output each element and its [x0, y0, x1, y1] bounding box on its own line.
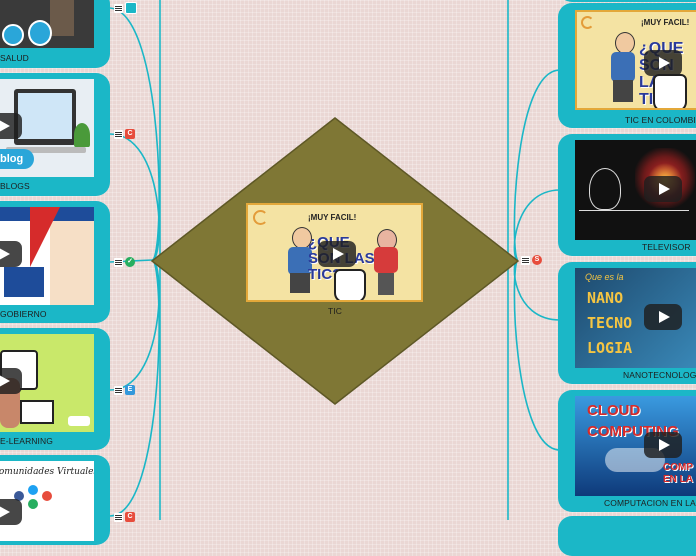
play-button[interactable] — [0, 113, 22, 139]
play-button[interactable] — [644, 50, 682, 76]
node-partial-bottom — [558, 516, 696, 556]
check-icon[interactable]: ✓ — [125, 257, 135, 267]
central-controls: S — [521, 255, 542, 265]
document-icon[interactable] — [125, 2, 137, 14]
central-topic-label: TIC — [328, 306, 342, 316]
menu-icon[interactable] — [114, 257, 123, 267]
computacion-label: COMPUTACION EN LA NUBE — [604, 498, 696, 508]
menu-icon[interactable] — [521, 255, 530, 265]
tic-colombia-label: TIC EN COLOMBIA — [625, 115, 696, 125]
menu-icon[interactable] — [114, 3, 123, 13]
banner: Que es la — [585, 272, 624, 282]
gobierno-controls: ✓ — [114, 257, 135, 267]
menu-icon[interactable] — [114, 385, 123, 395]
play-button[interactable] — [644, 432, 682, 458]
head-outline-icon — [589, 168, 621, 210]
banner: ¡MUY FACIL! — [641, 18, 690, 27]
play-button[interactable] — [0, 241, 22, 267]
blogs-label: BLOGS — [0, 181, 30, 191]
menu-icon[interactable] — [114, 129, 123, 139]
play-button[interactable] — [0, 368, 22, 394]
e-badge-icon[interactable]: E — [125, 385, 135, 395]
comunidades-controls: C — [114, 512, 135, 522]
node-elearning[interactable]: E-LEARNING — [0, 328, 110, 450]
blog-banner: blog — [0, 149, 34, 169]
node-partial-top — [558, 0, 696, 2]
menu-icon[interactable] — [114, 512, 123, 522]
lightbulb-icon — [28, 20, 52, 46]
play-button[interactable] — [318, 241, 356, 267]
computacion-thumbnail: CLOUD COMPUTING COMP EN LA — [575, 396, 696, 496]
elearning-label: E-LEARNING — [0, 436, 53, 446]
refresh-icon — [581, 16, 594, 29]
televisor-label: TELEVISOR — [642, 242, 691, 252]
social-icons — [14, 485, 64, 515]
video-banner: ¡MUY FACIL! — [308, 213, 357, 222]
blogs-controls: C — [114, 129, 135, 139]
cartoon-man — [286, 227, 314, 293]
node-tic-colombia[interactable]: ¡MUY FACIL! ¿QUE SON LAS TIC? TIC EN COL… — [558, 3, 696, 128]
cursor-hand-icon — [334, 269, 366, 300]
plant-icon — [74, 123, 90, 147]
node-blogs[interactable]: blog BLOGS — [0, 73, 110, 196]
node-televisor[interactable]: TELEVISOR — [558, 134, 696, 256]
cartoon-woman — [374, 229, 398, 295]
node-comunidades[interactable]: Comunidades Virtuales — [0, 455, 110, 545]
central-video-thumbnail[interactable]: ¡MUY FACIL! ¿QUE SON LAS TIC? — [246, 203, 423, 302]
salud-label: SALUD — [0, 53, 29, 63]
node-nanotecnologia[interactable]: Que es la NANO TECNO LOGIA NANOTECNOLOGI… — [558, 262, 696, 384]
play-button[interactable] — [0, 499, 22, 525]
node-computacion-nube[interactable]: CLOUD COMPUTING COMP EN LA COMPUTACION E… — [558, 390, 696, 512]
node-gobierno[interactable]: GOBIERNO — [0, 201, 110, 323]
node-salud[interactable]: SALUD — [0, 0, 110, 68]
cursor-hand-icon — [653, 74, 687, 108]
refresh-icon — [253, 210, 268, 225]
gobierno-label: GOBIERNO — [0, 309, 47, 319]
play-button[interactable] — [644, 176, 682, 202]
logo-icon — [68, 416, 90, 426]
comunidades-title: Comunidades Virtuales — [0, 467, 94, 477]
c-badge-icon[interactable]: C — [125, 512, 135, 522]
microscope-icon — [2, 24, 24, 46]
salud-controls — [114, 2, 137, 14]
s-badge-icon[interactable]: S — [532, 255, 542, 265]
play-button[interactable] — [644, 304, 682, 330]
c-badge-icon[interactable]: C — [125, 129, 135, 139]
title: NANO TECNO LOGIA — [587, 289, 633, 357]
salud-thumbnail — [0, 0, 94, 48]
subtitle: COMP EN LA — [663, 462, 693, 485]
elearning-controls: E — [114, 385, 135, 395]
cartoon-man — [611, 32, 637, 102]
